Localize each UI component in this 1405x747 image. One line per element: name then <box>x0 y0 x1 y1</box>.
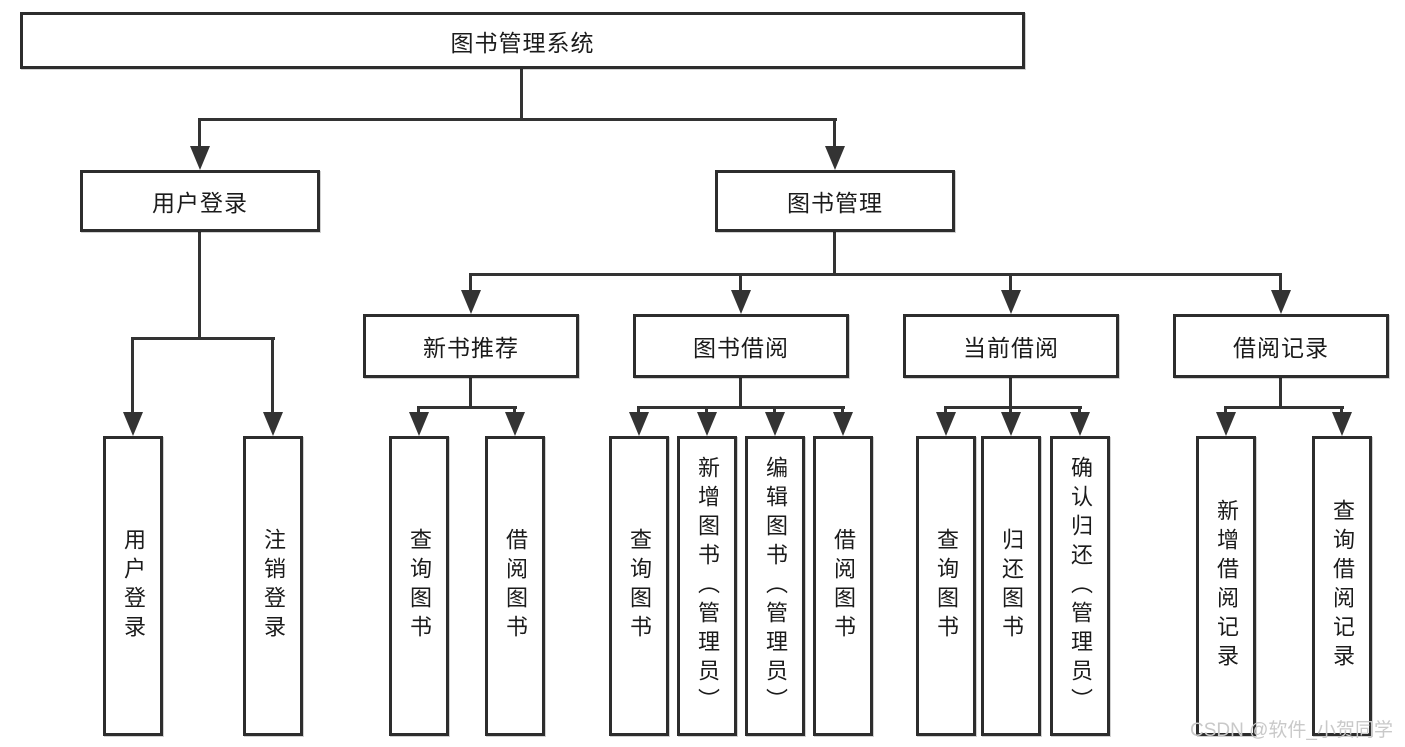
node-book-borrowing: 图书借阅 <box>633 314 849 378</box>
connector-line <box>513 409 516 412</box>
connector-line <box>198 232 201 340</box>
connector-line <box>833 121 836 146</box>
connector-line <box>469 378 472 409</box>
connector-line <box>469 276 472 290</box>
node-leaf-cb-confirm-return-admin: 确认归还（管理员） <box>1050 436 1110 736</box>
arrow-down-icon <box>1216 412 1236 436</box>
connector-line <box>944 406 1082 409</box>
arrow-down-icon <box>731 290 751 314</box>
arrow-down-icon <box>1001 412 1021 436</box>
arrow-down-icon <box>1332 412 1352 436</box>
node-book-management-branch: 图书管理 <box>715 170 955 232</box>
connector-line <box>841 409 844 412</box>
connector-line <box>198 121 201 146</box>
node-leaf-br-search-record: 查询借阅记录 <box>1312 436 1372 736</box>
node-label: 查询图书 <box>934 528 959 644</box>
arrow-down-icon <box>190 146 210 170</box>
node-label: 借阅记录 <box>1233 335 1329 361</box>
arrow-down-icon <box>697 412 717 436</box>
node-borrowing-records: 借阅记录 <box>1173 314 1389 378</box>
connector-line <box>773 409 776 412</box>
arrow-down-icon <box>1070 412 1090 436</box>
node-label: 新增图书（管理员） <box>695 455 720 717</box>
arrow-down-icon <box>825 146 845 170</box>
node-label: 图书借阅 <box>693 335 789 361</box>
connector-line <box>131 340 134 412</box>
connector-line <box>944 409 947 412</box>
node-leaf-br-add-record: 新增借阅记录 <box>1196 436 1256 736</box>
connector-line <box>417 409 420 412</box>
node-leaf-user-login: 用户登录 <box>103 436 163 736</box>
node-label: 用户登录 <box>152 190 248 216</box>
arrow-down-icon <box>1271 290 1291 314</box>
node-root-system: 图书管理系统 <box>20 12 1025 69</box>
node-new-book-recommend: 新书推荐 <box>363 314 579 378</box>
connector-line <box>705 409 708 412</box>
connector-line <box>520 69 523 118</box>
connector-line <box>739 276 742 290</box>
node-label: 图书管理 <box>787 190 883 216</box>
arrow-down-icon <box>936 412 956 436</box>
arrow-down-icon <box>629 412 649 436</box>
arrow-down-icon <box>505 412 525 436</box>
connector-line <box>1009 378 1012 409</box>
node-leaf-bb-borrow-book: 借阅图书 <box>813 436 873 736</box>
node-current-borrowing: 当前借阅 <box>903 314 1119 378</box>
node-leaf-cb-search-book: 查询图书 <box>916 436 976 736</box>
node-label: 查询借阅记录 <box>1330 499 1355 673</box>
connector-line <box>739 378 742 409</box>
connector-line <box>1279 378 1282 409</box>
arrow-down-icon <box>461 290 481 314</box>
node-label: 新书推荐 <box>423 335 519 361</box>
connector-line <box>1078 409 1081 412</box>
node-leaf-rec-borrow-book: 借阅图书 <box>485 436 545 736</box>
node-label: 借阅图书 <box>503 528 528 644</box>
arrow-down-icon <box>409 412 429 436</box>
connector-line <box>1009 276 1012 290</box>
node-user-login-branch: 用户登录 <box>80 170 320 232</box>
node-label: 编辑图书（管理员） <box>763 455 788 717</box>
node-label: 注销登录 <box>261 528 286 644</box>
connector-line <box>131 337 275 340</box>
arrow-down-icon <box>1001 290 1021 314</box>
connector-line <box>198 118 837 121</box>
connector-line <box>1009 409 1012 412</box>
node-label: 当前借阅 <box>963 335 1059 361</box>
connector-line <box>271 340 274 412</box>
node-leaf-bb-edit-book-admin: 编辑图书（管理员） <box>745 436 805 736</box>
connector-line <box>833 232 836 276</box>
connector-line <box>637 409 640 412</box>
connector-line <box>469 273 1282 276</box>
connector-line <box>1279 276 1282 290</box>
node-leaf-bb-add-book-admin: 新增图书（管理员） <box>677 436 737 736</box>
connector-line <box>417 406 517 409</box>
node-leaf-rec-search-book: 查询图书 <box>389 436 449 736</box>
node-label: 确认归还（管理员） <box>1068 455 1093 717</box>
node-label: 归还图书 <box>999 528 1024 644</box>
connector-line <box>637 406 845 409</box>
arrow-down-icon <box>765 412 785 436</box>
node-label: 借阅图书 <box>831 528 856 644</box>
connector-line <box>1224 406 1344 409</box>
csdn-watermark: CSDN @软件_小贺同学 <box>1190 720 1393 741</box>
arrow-down-icon <box>123 412 143 436</box>
connector-line <box>1340 409 1343 412</box>
node-label: 用户登录 <box>121 528 146 644</box>
node-label: 图书管理系统 <box>450 29 595 56</box>
node-leaf-cb-return-book: 归还图书 <box>981 436 1041 736</box>
node-label: 查询图书 <box>627 528 652 644</box>
arrow-down-icon <box>263 412 283 436</box>
connector-line <box>1224 409 1227 412</box>
node-label: 新增借阅记录 <box>1214 499 1239 673</box>
node-leaf-logout-login: 注销登录 <box>243 436 303 736</box>
node-leaf-bb-search-book: 查询图书 <box>609 436 669 736</box>
arrow-down-icon <box>833 412 853 436</box>
node-label: 查询图书 <box>407 528 432 644</box>
